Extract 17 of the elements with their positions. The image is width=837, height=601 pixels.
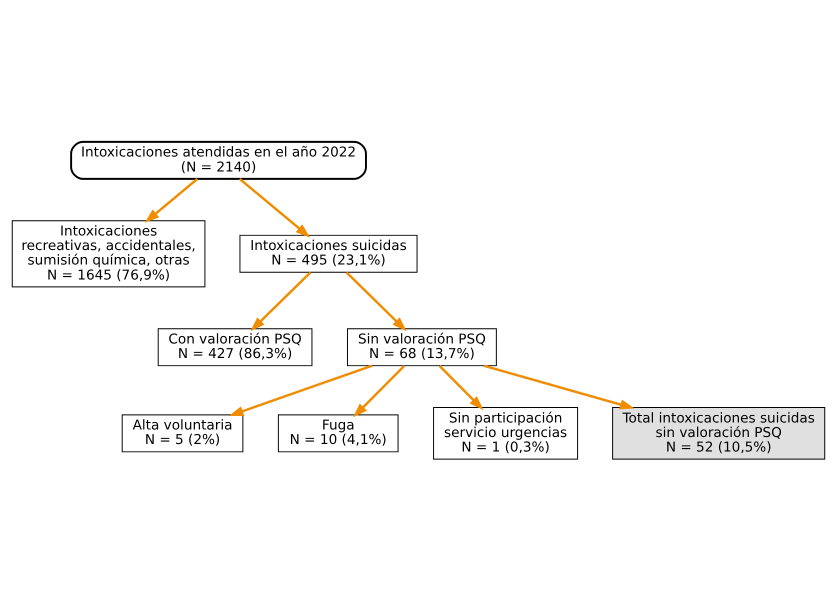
- arrow: [346, 272, 407, 332]
- node-box: Intoxicaciones suicidas N = 495 (23,1%): [239, 234, 418, 273]
- node-box: Total intoxicaciones suicidas sin valoración PSQ N = 52 (10,5%): [612, 407, 826, 460]
- node-box: Sin participación servicio urgencias N = 1 (0,3%): [433, 407, 578, 460]
- node-box: Con valoración PSQ N = 427 (86,3%): [158, 328, 312, 366]
- arrow: [238, 178, 310, 238]
- node-box: Fuga N = 10 (4,1%): [278, 414, 399, 452]
- arrow: [438, 365, 484, 410]
- arrow: [483, 364, 635, 410]
- node-box: Intoxicaciones atendidas en el año 2022 (N = 2140): [70, 140, 367, 180]
- arrow: [250, 272, 312, 332]
- node-box: Intoxicaciones recreativas, accidentales, sumisión química, otras N = 1645 (76,9%): [12, 220, 206, 288]
- node-box: Alta voluntaria N = 5 (2%): [122, 414, 244, 452]
- arrow: [144, 178, 198, 223]
- node-box: Sin valoración PSQ N = 68 (13,7%): [346, 328, 497, 366]
- arrow: [228, 364, 372, 416]
- arrow: [353, 365, 406, 418]
